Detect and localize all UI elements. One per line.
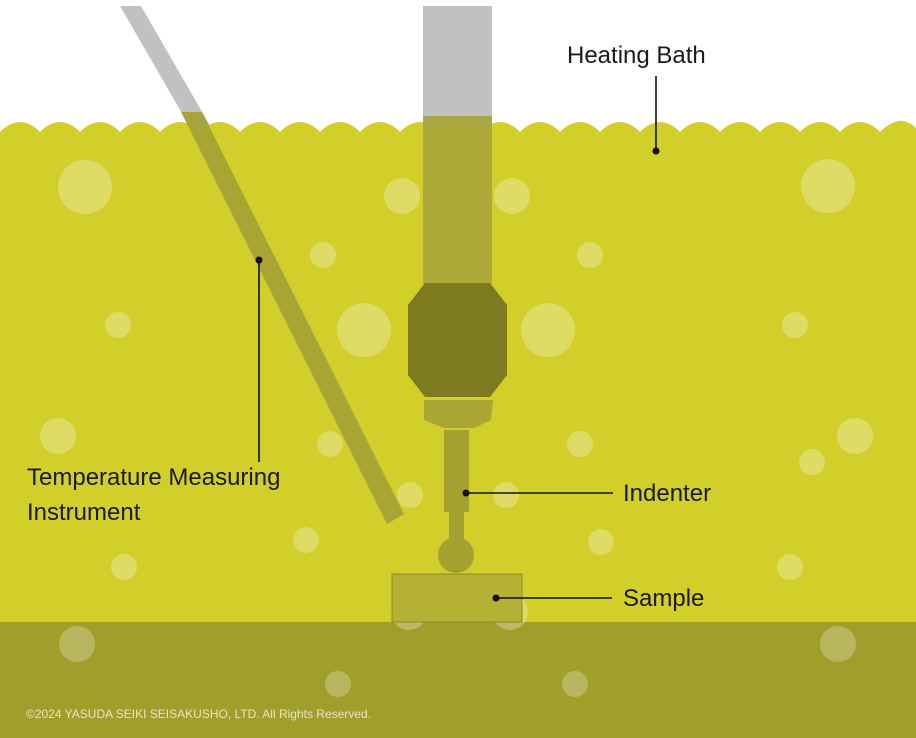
leader-dot-heating-bath bbox=[652, 147, 660, 155]
leader-dot-indenter bbox=[462, 489, 470, 497]
indenter-shaft-in-bath bbox=[423, 116, 492, 284]
indenter-collar bbox=[424, 400, 493, 428]
label-temperature-line2: Instrument bbox=[27, 499, 141, 526]
bath-bottom-band bbox=[0, 622, 916, 738]
label-sample: Sample bbox=[623, 585, 704, 612]
label-temperature-line1: Temperature Measuring bbox=[27, 464, 280, 491]
leader-dot-sample bbox=[492, 594, 500, 602]
heating-bath-liquid bbox=[0, 120, 916, 738]
label-indenter: Indenter bbox=[623, 480, 711, 507]
leader-dot-temperature-instrument bbox=[255, 256, 263, 264]
indenter-ball bbox=[438, 537, 474, 573]
indenter-stem bbox=[444, 430, 469, 512]
copyright-notice: ©2024 YASUDA SEIKI SEISAKUSHO, LTD. All … bbox=[26, 707, 371, 721]
thermometer-in-bath bbox=[181, 112, 404, 524]
indenter-neck bbox=[449, 512, 464, 540]
label-heating-bath: Heating Bath bbox=[567, 42, 706, 69]
indenter-chuck bbox=[408, 283, 507, 397]
